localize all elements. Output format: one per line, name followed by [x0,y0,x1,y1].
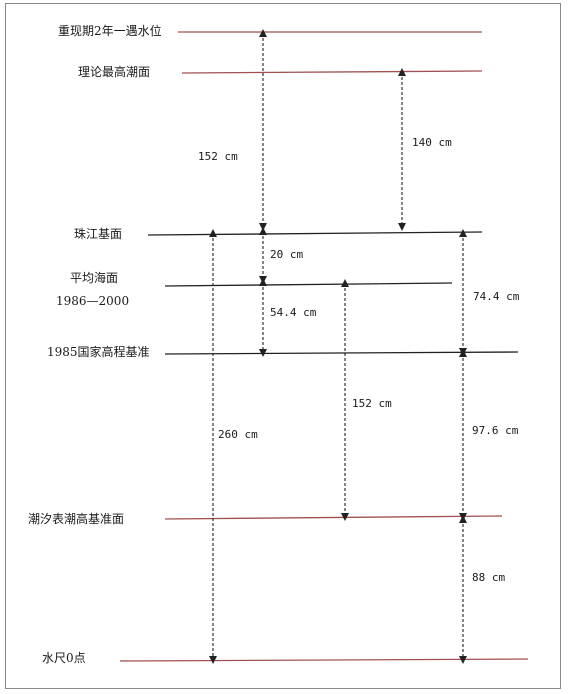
label-mean-sea-level-period: 1986—2000 [56,294,129,308]
line-tide-table-datum [164,515,503,520]
level-labels: 重现期2年一遇水位 理论最高潮面 珠江基面 平均海面 1986—2000 198… [28,23,162,665]
distance-152-mid: 152 cm [352,397,392,410]
label-national-1985-datum: 1985国家高程基准 [47,344,150,359]
label-theoretical-highest-tide: 理论最高潮面 [78,64,150,79]
distance-74-4: 74.4 cm [473,290,520,303]
distance-88: 88 cm [472,571,505,584]
distance-labels: 152 cm 140 cm 20 cm 54.4 cm 74.4 cm 152 … [198,136,520,584]
distance-140: 140 cm [412,136,452,149]
distance-97-6: 97.6 cm [472,424,519,437]
line-mean-sea-level [164,282,453,287]
level-lines [119,31,529,662]
distance-152-top: 152 cm [198,150,238,163]
label-gauge-zero: 水尺0点 [42,651,86,665]
dimension-arrows [209,29,467,664]
line-gauge-zero [119,658,529,662]
label-pearl-river-datum: 珠江基面 [74,227,122,241]
label-two-year-water-level: 重现期2年一遇水位 [58,23,162,38]
distance-20: 20 cm [270,248,303,261]
line-national-1985-datum [164,351,519,355]
distance-260: 260 cm [218,428,258,441]
distance-54-4: 54.4 cm [270,306,317,319]
label-mean-sea-level: 平均海面 [70,270,118,285]
diagram-frame [5,3,561,689]
line-theoretical-highest-tide [181,70,483,74]
label-tide-table-datum: 潮汐表潮高基准面 [28,511,124,526]
line-pearl-river-datum [147,231,483,236]
